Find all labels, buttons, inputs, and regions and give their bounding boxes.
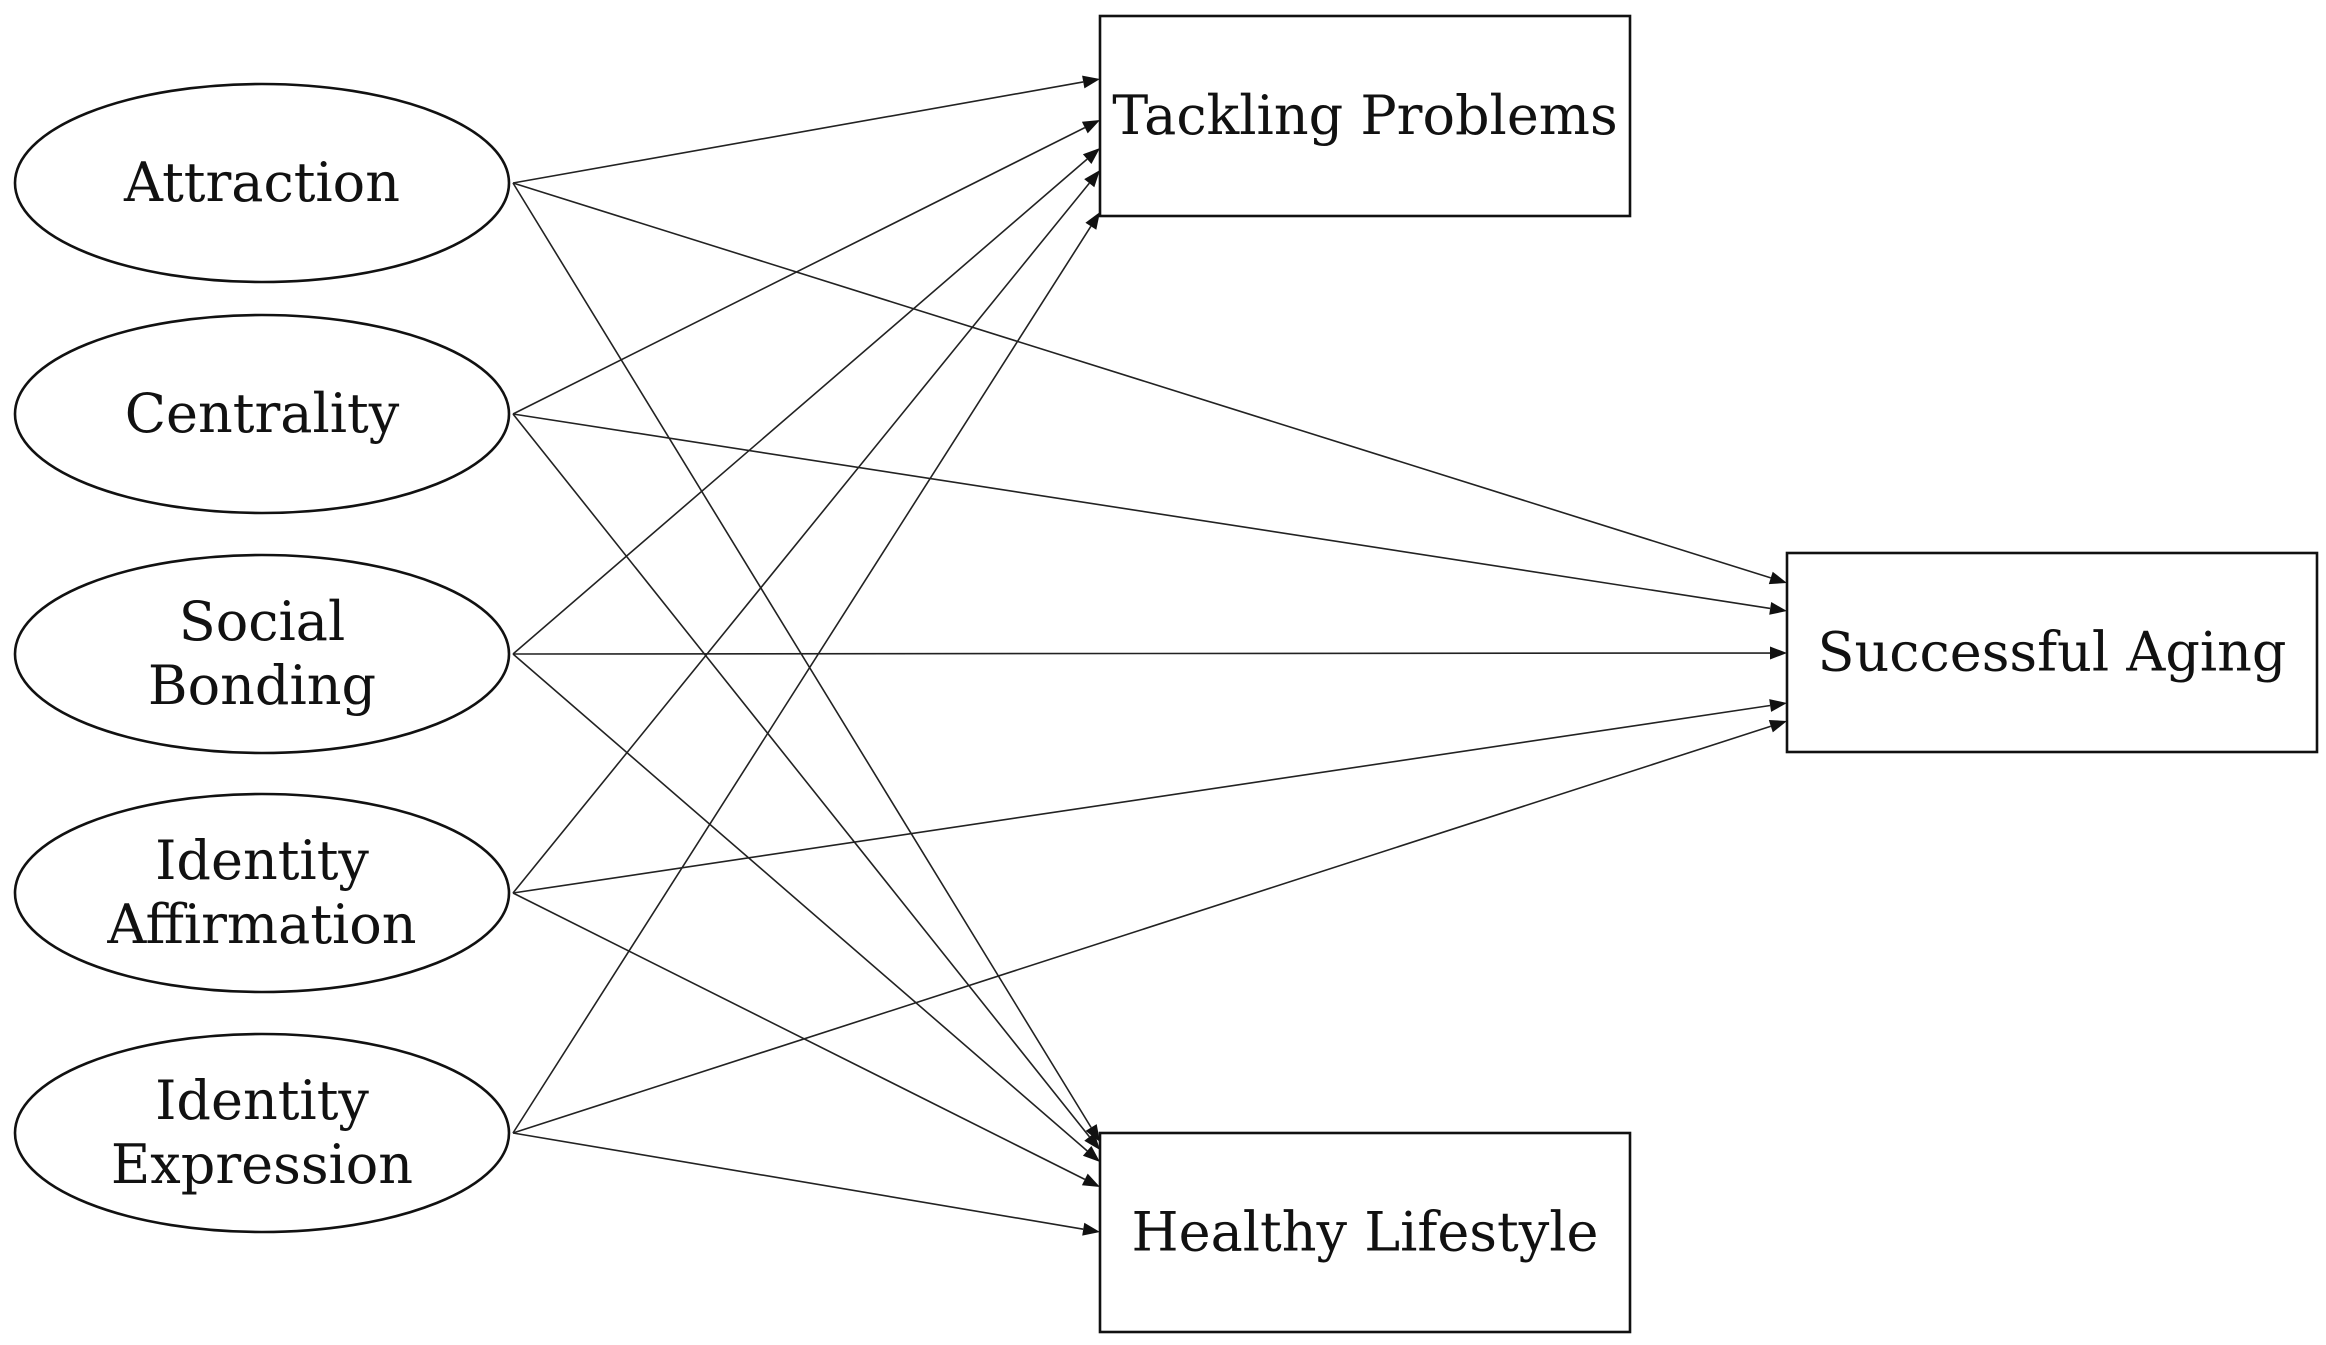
path-line <box>512 225 1092 1134</box>
latent-label: Centrality <box>125 382 400 445</box>
arrowhead-icon <box>1082 1222 1100 1236</box>
path-line <box>512 182 1772 579</box>
arrowhead-icon <box>1082 148 1100 164</box>
arrowhead-icon <box>1084 1132 1100 1150</box>
ellipse-shape <box>13 553 511 755</box>
arrowhead-icon <box>1769 699 1787 712</box>
box-shape <box>1098 1131 1632 1334</box>
outcome-label: Healthy Lifestyle <box>1132 1201 1599 1264</box>
path-line <box>512 413 1091 1138</box>
path-line <box>512 725 1772 1134</box>
path-social-bonding-to-tackling-problems <box>512 148 1100 655</box>
arrowhead-icon <box>1768 720 1787 733</box>
latent-label: Expression <box>111 1133 413 1196</box>
path-identity-expression-to-successful-aging <box>512 720 1787 1134</box>
outcome-label: Tackling Problems <box>1112 84 1617 147</box>
path-line <box>512 126 1086 415</box>
arrowhead-icon <box>1081 1173 1100 1187</box>
box-shape <box>1785 551 2319 754</box>
arrowhead-icon <box>1082 75 1100 89</box>
path-social-bonding-to-successful-aging <box>512 646 1787 660</box>
path-social-bonding-to-healthy-lifestyle <box>512 653 1100 1162</box>
path-attraction-to-tackling-problems <box>512 75 1100 184</box>
latent-label: Bonding <box>148 654 376 717</box>
path-identity-affirmation-to-tackling-problems <box>512 170 1100 894</box>
arrowhead-icon <box>1770 646 1787 660</box>
ellipse-shape <box>13 792 511 994</box>
nodes-layer: AttractionCentralitySocialBondingIdentit… <box>13 14 2319 1334</box>
path-line <box>512 652 1771 655</box>
path-line <box>512 1132 1084 1230</box>
path-line <box>512 81 1084 184</box>
arrowhead-icon <box>1768 571 1787 585</box>
path-centrality-to-tackling-problems <box>512 120 1100 415</box>
arrowhead-icon <box>1084 170 1100 188</box>
arrowhead-icon <box>1769 602 1787 615</box>
outcome-healthy-lifestyle: Healthy Lifestyle <box>1098 1131 1632 1334</box>
ellipse-shape <box>13 1032 511 1234</box>
path-line <box>512 892 1086 1181</box>
latent-attraction: Attraction <box>13 82 511 284</box>
path-line <box>512 704 1771 894</box>
latent-label: Affirmation <box>106 893 416 956</box>
arrowhead-icon <box>1085 212 1100 230</box>
outcome-label: Successful Aging <box>1817 621 2286 684</box>
path-attraction-to-healthy-lifestyle <box>512 182 1100 1142</box>
path-line <box>512 653 1088 1152</box>
ellipse-shape <box>13 82 511 284</box>
box-shape <box>1098 14 1632 218</box>
path-identity-expression-to-healthy-lifestyle <box>512 1132 1100 1236</box>
path-centrality-to-healthy-lifestyle <box>512 413 1100 1150</box>
arrowhead-icon <box>1082 1146 1100 1162</box>
latent-centrality: Centrality <box>13 313 511 515</box>
latent-label: Identity <box>155 829 369 892</box>
outcome-tackling-problems: Tackling Problems <box>1098 14 1632 218</box>
latent-label: Attraction <box>123 151 400 214</box>
path-attraction-to-successful-aging <box>512 182 1787 585</box>
path-identity-expression-to-tackling-problems <box>512 212 1100 1134</box>
path-identity-affirmation-to-successful-aging <box>512 699 1787 894</box>
path-line <box>512 158 1088 655</box>
paths-layer <box>512 75 1787 1236</box>
outcome-successful-aging: Successful Aging <box>1785 551 2319 754</box>
path-line <box>512 413 1771 610</box>
arrowhead-icon <box>1085 1124 1100 1142</box>
path-centrality-to-successful-aging <box>512 413 1787 615</box>
path-line <box>512 182 1090 894</box>
path-identity-affirmation-to-healthy-lifestyle <box>512 892 1100 1187</box>
ellipse-shape <box>13 313 511 515</box>
path-line <box>512 182 1092 1128</box>
latent-label: Identity <box>155 1069 369 1132</box>
latent-label: Social <box>179 590 345 653</box>
arrowhead-icon <box>1081 120 1100 134</box>
